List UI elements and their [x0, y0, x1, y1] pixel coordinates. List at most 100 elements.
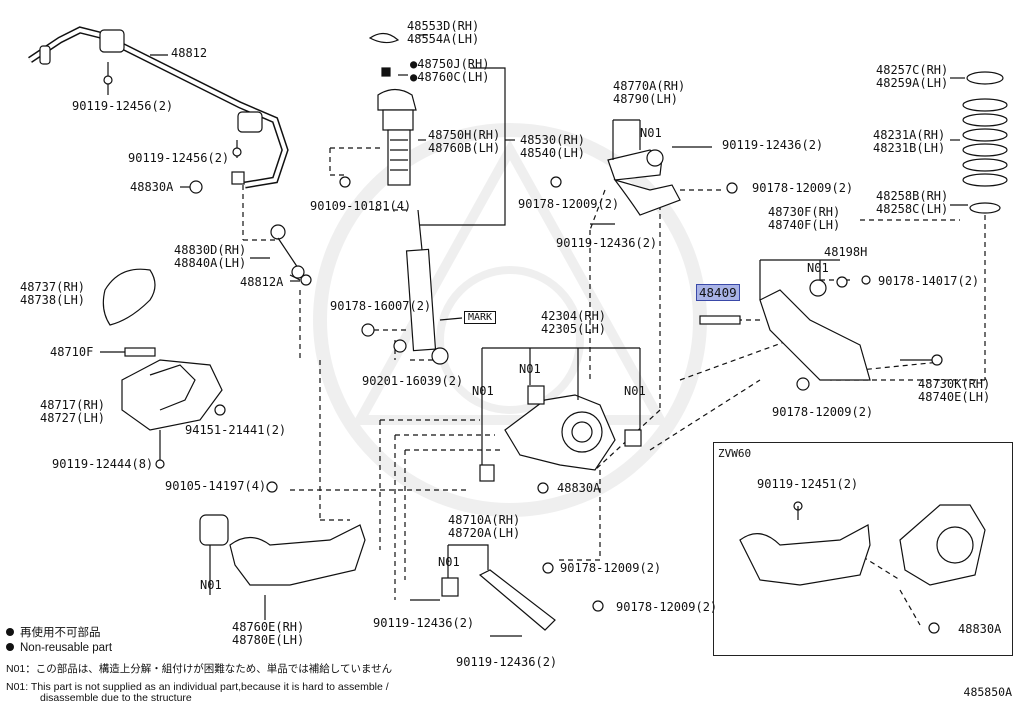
- bump-stopper-icon: [377, 88, 417, 186]
- label-n01-b: N01: [807, 261, 829, 275]
- label-94151-21441: 94151-21441(2): [185, 423, 287, 437]
- label-90178-12009-c: 90178-12009(2): [772, 405, 874, 419]
- bolt-icon-90119-12456-a: [103, 62, 113, 95]
- note-n01-en-1: N01: This part is not supplied as an ind…: [6, 681, 389, 693]
- label-48830a-2: 48830A: [557, 481, 601, 495]
- label-90178-16007: 90178-16007(2): [330, 299, 432, 313]
- label-90119-12436-a: 90119-12436(2): [722, 138, 824, 152]
- legend-jp: 再使用不可部品: [6, 626, 101, 640]
- label-n01-g: N01: [200, 578, 222, 592]
- label-48830a-1: 48830A: [130, 180, 174, 194]
- trailing-arm-icon-48760e: [199, 514, 366, 586]
- bushing-icon: [231, 171, 245, 185]
- nut-icon-48812a: [300, 274, 312, 286]
- label-n01-e: N01: [624, 384, 646, 398]
- bolt-icon-90119-12456-b: [232, 140, 242, 158]
- bolt-icon-48710f: [124, 347, 156, 357]
- upper-arm-icon-48770a: [607, 149, 681, 216]
- label-42304: 42304(RH)42305(LH): [541, 309, 607, 336]
- label-90105-14197: 90105-14197(4): [165, 479, 267, 493]
- label-90119-12456-b: 90119-12456(2): [128, 151, 230, 165]
- shock-absorber-icon: [405, 209, 449, 365]
- bolt-icon-90109-10181: [339, 176, 351, 188]
- label-90178-12009-a: 90178-12009(2): [518, 197, 620, 211]
- nut-icon-48750j: [381, 67, 391, 77]
- label-48737: 48737(RH)48738(LH): [20, 280, 86, 307]
- legend-en: Non-reusable part: [6, 641, 112, 655]
- nut-icon-90178-12009-a: [550, 176, 562, 188]
- coil-spring-icon: [962, 98, 1008, 187]
- stabilizer-link-icon: [270, 224, 305, 279]
- label-n01-f: N01: [438, 555, 460, 569]
- label-48717: 48717(RH)48727(LH): [40, 398, 106, 425]
- stabilizer-bar-icon: [28, 26, 289, 189]
- label-n01-c: N01: [519, 362, 541, 376]
- label-90178-12009-b: 90178-12009(2): [752, 181, 854, 195]
- bullet-icon: [6, 628, 14, 636]
- label-48258b: 48258B(RH)48258C(LH): [876, 189, 949, 216]
- label-48553d: 48553D(RH)48554A(LH): [407, 19, 480, 46]
- mount-cap-icon: [368, 32, 400, 44]
- label-48750h: 48750H(RH)48760B(LH): [428, 128, 501, 155]
- label-48830a-3: 48830A: [958, 622, 1002, 636]
- label-90201-16039: 90201-16039(2): [362, 374, 464, 388]
- lower-arm-icon-48730f: [759, 279, 871, 391]
- washer-icon-90201-16039: [393, 339, 407, 353]
- label-90178-12009-d: 90178-12009(2): [560, 561, 662, 575]
- label-48198h: 48198H: [824, 245, 868, 259]
- label-n01-a: N01: [640, 126, 662, 140]
- label-48710f: 48710F: [50, 345, 94, 359]
- inset-knuckle-icon: [899, 504, 986, 586]
- label-48257c: 48257C(RH)48259A(LH): [876, 63, 949, 90]
- label-48409-highlighted[interactable]: 48409: [696, 284, 740, 301]
- cover-icon-48737: [102, 268, 156, 326]
- bolt-icon-48409: [699, 315, 741, 325]
- nut-icon-48830a: [189, 180, 203, 194]
- label-90109-10181: 90109-10181(4): [310, 199, 412, 213]
- bolt-icon-90105-14197: [266, 481, 278, 493]
- label-48830d: 48830D(RH)48840A(LH): [174, 243, 247, 270]
- label-90119-12436-c: 90119-12436(2): [373, 616, 475, 630]
- label-90178-14017: 90178-14017(2): [878, 274, 980, 288]
- mount-bracket-icon-48717: [121, 359, 223, 431]
- spring-seat-lower-icon: [969, 202, 1001, 214]
- label-48730k: 48730K(RH)48740E(LH): [918, 377, 991, 404]
- label-90119-12444: 90119-12444(8): [52, 457, 154, 471]
- note-n01-en-2: disassemble due to the structure: [40, 692, 192, 704]
- label-90119-12436-d: 90119-12436(2): [456, 655, 558, 669]
- inset-zvw60: ZVW60: [713, 442, 1013, 656]
- nut-icon-90178-16007: [361, 323, 375, 337]
- label-48812: 48812: [171, 46, 208, 60]
- nut-icon-90178-14017: [861, 275, 871, 285]
- nut-icon-48830a-3: [928, 622, 940, 634]
- note-n01-jp: N01：この部品は、構造上分解・組付けが困難なため、単品では補給していません: [6, 663, 393, 675]
- spring-seat-upper-icon: [966, 71, 1004, 85]
- label-90178-12009-e: 90178-12009(2): [616, 600, 718, 614]
- bolt-icon-48730k: [931, 354, 943, 366]
- label-90119-12451: 90119-12451(2): [757, 477, 859, 491]
- nut-icon-48830a-2: [537, 482, 549, 494]
- bolt-icon-90119-12444: [155, 459, 165, 469]
- figure-number: 485850A: [963, 685, 1012, 699]
- inset-trailing-arm-icon: [739, 524, 871, 586]
- label-48760e: 48760E(RH)48780E(LH): [232, 620, 305, 647]
- nut-icon-90178-12009-e: [592, 600, 604, 612]
- bullet-icon: [6, 643, 14, 651]
- label-48710a: 48710A(RH)48720A(LH): [448, 513, 521, 540]
- washer-icon-48198h: [836, 276, 848, 288]
- knuckle-icon-42304: [479, 385, 642, 482]
- label-48750j: ●48750J(RH)●48760C(LH): [410, 57, 490, 84]
- lower-link-icon-48710a: [441, 569, 556, 631]
- nut-icon-94151: [214, 404, 226, 416]
- label-48812a: 48812A: [240, 275, 284, 289]
- label-90119-12436-b: 90119-12436(2): [556, 236, 658, 250]
- nut-icon-90178-12009-d: [542, 562, 554, 574]
- label-48770a: 48770A(RH)48790(LH): [613, 79, 686, 106]
- nut-icon-90178-12009-b: [726, 182, 738, 194]
- label-90119-12456-a: 90119-12456(2): [72, 99, 174, 113]
- mark-label: MARK: [464, 311, 497, 324]
- label-48730f: 48730F(RH)48740F(LH): [768, 205, 841, 232]
- label-48231a: 48231A(RH)48231B(LH): [873, 128, 946, 155]
